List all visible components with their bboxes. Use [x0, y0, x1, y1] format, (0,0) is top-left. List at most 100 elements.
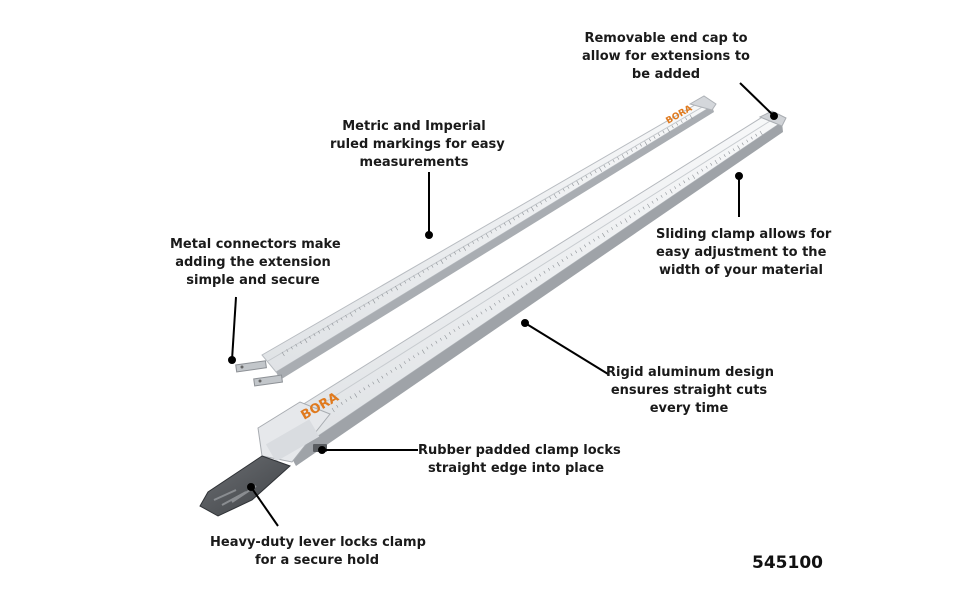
- ruler-tick: [629, 215, 632, 219]
- ruler-tick: [580, 178, 583, 181]
- ruler-tick: [508, 220, 512, 225]
- ruler-tick: [345, 399, 348, 402]
- ruler-tick: [372, 299, 376, 304]
- ruler-tick: [354, 393, 358, 398]
- ruler-tick: [517, 214, 520, 218]
- ruler-tick: [593, 238, 596, 242]
- ruler-tick: [599, 167, 602, 172]
- ruler-tick: [331, 407, 335, 413]
- ruler-tick: [687, 177, 690, 181]
- ruler-tick: [746, 139, 749, 143]
- ruler-tick: [408, 358, 411, 362]
- ruler-tick: [340, 317, 343, 321]
- ruler-tick: [412, 355, 415, 359]
- ruler-tick: [327, 325, 330, 330]
- callout-markings: Metric and Imperial ruled markings for e…: [330, 119, 505, 170]
- ruler-tick: [472, 241, 475, 245]
- ruler-tick: [642, 206, 645, 210]
- ruler-tick: [648, 138, 651, 142]
- ruler-tick: [476, 238, 479, 242]
- ruler-markings: [281, 114, 763, 413]
- ruler-tick: [529, 279, 532, 283]
- ruler-tick: [435, 340, 438, 344]
- ruler-tick: [590, 172, 593, 176]
- ruler-tick: [732, 148, 735, 152]
- ruler-tick: [381, 293, 384, 297]
- ruler-tick: [435, 262, 438, 266]
- ruler-tick: [440, 259, 444, 264]
- ruler-tick: [669, 189, 673, 194]
- ruler-tick: [557, 262, 560, 267]
- ruler-tick: [630, 149, 633, 152]
- ruler-tick: [624, 218, 628, 223]
- ruler-tick: [525, 282, 528, 286]
- ruler-tick: [426, 346, 429, 350]
- ruler-tick: [390, 369, 393, 373]
- ruler-tick: [558, 191, 561, 195]
- ruler-tick: [395, 286, 398, 291]
- ruler-tick: [549, 196, 552, 200]
- ruler-tick: [644, 141, 648, 146]
- ruler-tick: [567, 185, 570, 189]
- ruler-tick: [566, 256, 569, 260]
- ruler-tick: [408, 278, 411, 281]
- ruler-tick: [336, 404, 339, 408]
- ruler-tick: [576, 180, 580, 185]
- ruler-tick: [671, 125, 674, 129]
- ruler-tick: [571, 183, 574, 187]
- leader-lines: [228, 82, 778, 527]
- ruler-tick: [481, 235, 484, 239]
- ruler-tick: [381, 375, 384, 379]
- ruler-tick: [667, 128, 670, 133]
- ruler-tick: [489, 305, 493, 311]
- ruler-tick: [376, 378, 380, 383]
- ruler-tick: [620, 221, 623, 225]
- ruler-tick: [547, 267, 551, 271]
- ruler-tick: [295, 343, 298, 347]
- ruler-tick: [685, 117, 688, 121]
- ruler-tick: [403, 361, 406, 365]
- ruler-tick: [426, 267, 429, 271]
- ruler-tick: [676, 122, 679, 126]
- ruler-tick: [635, 146, 638, 150]
- ruler-tick: [376, 296, 379, 300]
- ruler-tick: [653, 135, 656, 139]
- ruler-tick: [444, 334, 448, 340]
- ruler-tick: [372, 381, 375, 385]
- ruler-tick: [741, 142, 744, 146]
- ruler-tick: [399, 364, 403, 369]
- ruler-tick: [431, 264, 434, 268]
- ruler-tick: [522, 212, 525, 216]
- ruler-tick: [421, 349, 425, 354]
- ruler-tick: [502, 297, 505, 300]
- leader-connectors: [231, 296, 237, 361]
- ruler-tick: [585, 175, 588, 179]
- ruler-tick: [561, 259, 564, 262]
- ruler-tick: [413, 275, 416, 279]
- ruler-tick: [448, 332, 451, 335]
- ruler-tick: [759, 130, 763, 136]
- ruler-tick: [281, 351, 285, 357]
- ruler-tick: [493, 302, 496, 306]
- ruler-tick: [553, 193, 557, 199]
- ruler-tick: [511, 291, 515, 296]
- ruler-tick: [462, 323, 465, 327]
- ruler-tick: [656, 197, 659, 201]
- ruler-tick: [696, 171, 699, 175]
- ruler-tick: [526, 209, 529, 213]
- ruler-tick: [603, 164, 606, 168]
- leader-end-cap: [739, 82, 775, 117]
- ruler-tick: [701, 168, 704, 172]
- ruler-tick: [626, 151, 629, 155]
- ruler-tick: [490, 230, 493, 234]
- ruler-tick: [723, 154, 726, 157]
- ruler-tick: [494, 228, 497, 231]
- main-rail: [261, 110, 787, 466]
- ruler-tick: [680, 120, 683, 123]
- ruler-tick: [683, 180, 686, 184]
- ruler-tick: [543, 270, 546, 274]
- ruler-tick: [358, 307, 361, 310]
- ruler-tick: [345, 314, 348, 318]
- callout-aluminum: Rigid aluminum design ensures straight c…: [606, 365, 775, 416]
